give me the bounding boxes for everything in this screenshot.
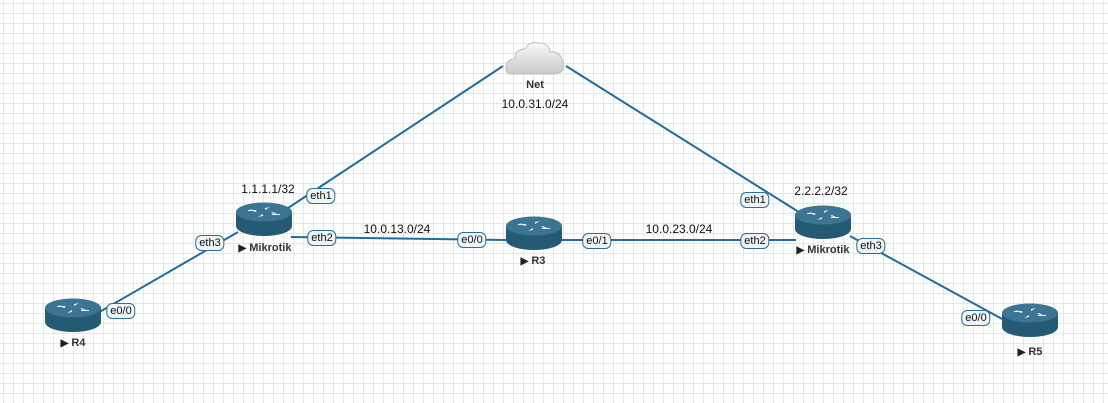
r3-label[interactable]: ▶R3 xyxy=(521,255,546,267)
link-net-mikrotik2[interactable] xyxy=(565,65,803,215)
node-net[interactable] xyxy=(504,40,566,76)
cloud-icon xyxy=(505,42,565,75)
r5-name: R5 xyxy=(1028,346,1043,358)
run-icon: ▶ xyxy=(520,256,529,267)
port-r4-e0-0[interactable]: e0/0 xyxy=(106,303,136,319)
mikrotik1-address: 1.1.1.1/32 xyxy=(241,182,295,196)
link-r3-m2-subnet: 10.0.23.0/24 xyxy=(645,222,713,236)
r4-name: R4 xyxy=(71,337,86,349)
port-r5-e0-0[interactable]: e0/0 xyxy=(961,310,991,326)
link-m1-r3-subnet: 10.0.13.0/24 xyxy=(363,222,431,236)
port-r3-e0-0[interactable]: e0/0 xyxy=(457,232,487,248)
port-m1-eth1[interactable]: eth1 xyxy=(306,188,336,204)
node-mikrotik2[interactable] xyxy=(794,205,852,241)
port-m2-eth2[interactable]: eth2 xyxy=(740,233,770,249)
port-m1-eth2[interactable]: eth2 xyxy=(307,230,337,246)
node-r4[interactable] xyxy=(44,298,102,334)
mikrotik2-address: 2.2.2.2/32 xyxy=(794,184,848,198)
mikrotik1-label[interactable]: ▶Mikrotik xyxy=(239,242,292,254)
mikrotik1-name: Mikrotik xyxy=(249,242,292,254)
link-net-mikrotik1[interactable] xyxy=(281,65,504,213)
router-icon xyxy=(44,298,102,334)
router-icon xyxy=(505,216,563,252)
node-r5[interactable] xyxy=(1001,303,1059,339)
mikrotik2-label[interactable]: ▶Mikrotik xyxy=(797,244,850,256)
node-r3[interactable] xyxy=(505,216,563,252)
run-icon: ▶ xyxy=(796,245,805,256)
mikrotik2-name: Mikrotik xyxy=(807,244,850,256)
node-mikrotik1[interactable] xyxy=(235,202,293,238)
port-m1-eth3[interactable]: eth3 xyxy=(195,235,225,251)
r3-name: R3 xyxy=(531,255,546,267)
router-icon xyxy=(794,205,852,241)
run-icon: ▶ xyxy=(60,338,69,349)
r4-label[interactable]: ▶R4 xyxy=(61,337,86,349)
port-m2-eth3[interactable]: eth3 xyxy=(856,238,886,254)
net-label: Net xyxy=(526,79,544,91)
router-icon xyxy=(235,202,293,238)
router-icon xyxy=(1001,303,1059,339)
port-m2-eth1[interactable]: eth1 xyxy=(740,192,770,208)
net-subnet-label: 10.0.31.0/24 xyxy=(501,97,569,111)
r5-label[interactable]: ▶R5 xyxy=(1018,346,1043,358)
port-r3-e0-1[interactable]: e0/1 xyxy=(582,233,612,249)
run-icon: ▶ xyxy=(238,243,247,254)
run-icon: ▶ xyxy=(1017,347,1026,358)
